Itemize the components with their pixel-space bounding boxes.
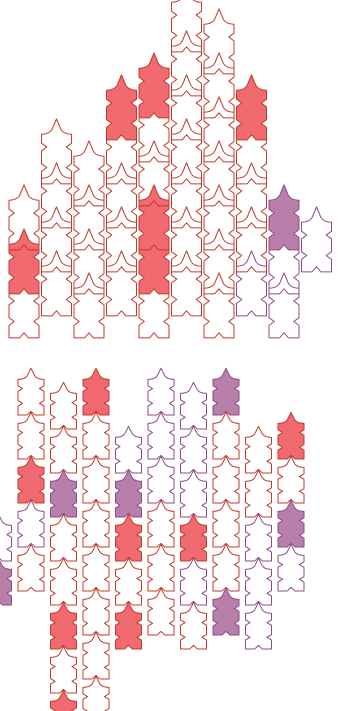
outline-tile-bottom-20: [181, 470, 207, 517]
outline-tile-bottom-42: [246, 558, 272, 605]
filled-tile-bottom-30: [181, 514, 207, 561]
outline-tile-bottom-13: [246, 426, 272, 473]
outline-tile-top-11: [74, 229, 104, 294]
filled-tile-top-9: [9, 229, 39, 294]
filled-tile-bottom-18: [116, 470, 142, 517]
outline-tile-top-44: [204, 9, 234, 74]
outline-tile-bottom-31: [213, 500, 239, 547]
outline-tile-top-10: [42, 207, 72, 272]
outline-tile-bottom-24: [0, 514, 12, 561]
filled-tile-top-35: [107, 75, 137, 140]
outline-tile-bottom-10: [148, 412, 174, 459]
outline-tile-top-22: [107, 163, 137, 228]
outline-tile-top-43: [172, 0, 202, 52]
outline-tile-bottom-39: [148, 544, 174, 591]
outline-tile-bottom-41: [213, 544, 239, 591]
filled-tile-top-23: [139, 185, 169, 250]
outline-tile-top-33: [204, 141, 234, 206]
outline-tile-bottom-19: [148, 456, 174, 503]
outline-tile-bottom-23: [278, 456, 304, 503]
outline-tile-bottom-36: [51, 558, 77, 605]
outline-tile-bottom-40: [181, 558, 207, 605]
lower-tile-cluster: [0, 368, 304, 711]
outline-tile-bottom-50: [246, 602, 272, 649]
outline-tile-top-18: [302, 207, 332, 272]
outline-tile-top-5: [172, 251, 202, 316]
outline-tile-bottom-8: [83, 412, 109, 459]
outline-tile-top-41: [172, 31, 202, 96]
filled-tile-bottom-14: [278, 412, 304, 459]
filled-tile-top-40: [139, 53, 169, 118]
outline-tile-bottom-9: [116, 426, 142, 473]
outline-tile-top-24: [172, 163, 202, 228]
outline-tile-bottom-22: [246, 470, 272, 517]
outline-tile-bottom-11: [181, 426, 207, 473]
outline-tile-top-2: [74, 273, 104, 338]
outline-tile-top-20: [42, 163, 72, 228]
outline-tile-top-14: [172, 207, 202, 272]
outline-tile-bottom-25: [18, 500, 44, 547]
outline-tile-bottom-26: [51, 514, 77, 561]
filled-tile-top-27: [269, 185, 299, 250]
filled-tile-top-39: [237, 75, 267, 140]
filled-tile-bottom-44: [51, 602, 77, 649]
outline-tile-top-16: [237, 207, 267, 272]
outline-tile-bottom-32: [246, 514, 272, 561]
outline-tile-bottom-37: [83, 544, 109, 591]
outline-tile-bottom-35: [18, 544, 44, 591]
outline-tile-top-15: [204, 229, 234, 294]
outline-tile-bottom-51: [51, 646, 77, 693]
filled-tile-bottom-5: [213, 368, 239, 415]
outline-tile-bottom-6: [18, 412, 44, 459]
outline-tile-bottom-17: [83, 456, 109, 503]
outline-tile-top-42: [204, 53, 234, 118]
outline-tile-bottom-0: [18, 368, 44, 415]
outline-tile-bottom-3: [148, 368, 174, 415]
outline-tile-top-12: [107, 207, 137, 272]
filled-tile-bottom-28: [116, 514, 142, 561]
outline-tile-top-26: [237, 163, 267, 228]
outline-tile-bottom-12: [213, 412, 239, 459]
outline-tile-bottom-4: [181, 382, 207, 429]
outline-tile-bottom-38: [116, 558, 142, 605]
outline-tile-bottom-45: [83, 588, 109, 635]
upper-tile-cluster: [9, 0, 332, 338]
filled-tile-bottom-2: [83, 368, 109, 415]
outline-tile-top-3: [107, 251, 137, 316]
outline-tile-top-8: [269, 273, 299, 338]
outline-tile-bottom-47: [148, 588, 174, 635]
outline-tile-bottom-1: [51, 382, 77, 429]
outline-tile-bottom-52: [83, 632, 109, 679]
outline-tile-top-32: [172, 119, 202, 184]
outline-tile-bottom-48: [181, 602, 207, 649]
outline-tile-bottom-43: [278, 544, 304, 591]
outline-tile-top-7: [237, 251, 267, 316]
filled-tile-bottom-16: [51, 470, 77, 517]
filled-tile-bottom-33: [278, 500, 304, 547]
outline-tile-top-25: [204, 185, 234, 250]
outline-tile-top-1: [42, 251, 72, 316]
filled-tile-bottom-46: [116, 602, 142, 649]
filled-tile-bottom-15: [18, 456, 44, 503]
outline-tile-bottom-27: [83, 500, 109, 547]
outline-tile-top-21: [74, 185, 104, 250]
filled-tile-bottom-49: [213, 588, 239, 635]
outline-tile-top-37: [172, 75, 202, 140]
outline-tile-top-6: [204, 273, 234, 338]
filled-tile-bottom-34: [0, 558, 12, 605]
outline-tile-top-29: [74, 141, 104, 206]
outline-tile-top-28: [42, 119, 72, 184]
outline-tile-bottom-7: [51, 426, 77, 473]
outline-tile-bottom-54: [83, 676, 109, 711]
outline-tile-bottom-21: [213, 456, 239, 503]
outline-tile-bottom-29: [148, 500, 174, 547]
outline-tile-top-38: [204, 97, 234, 162]
